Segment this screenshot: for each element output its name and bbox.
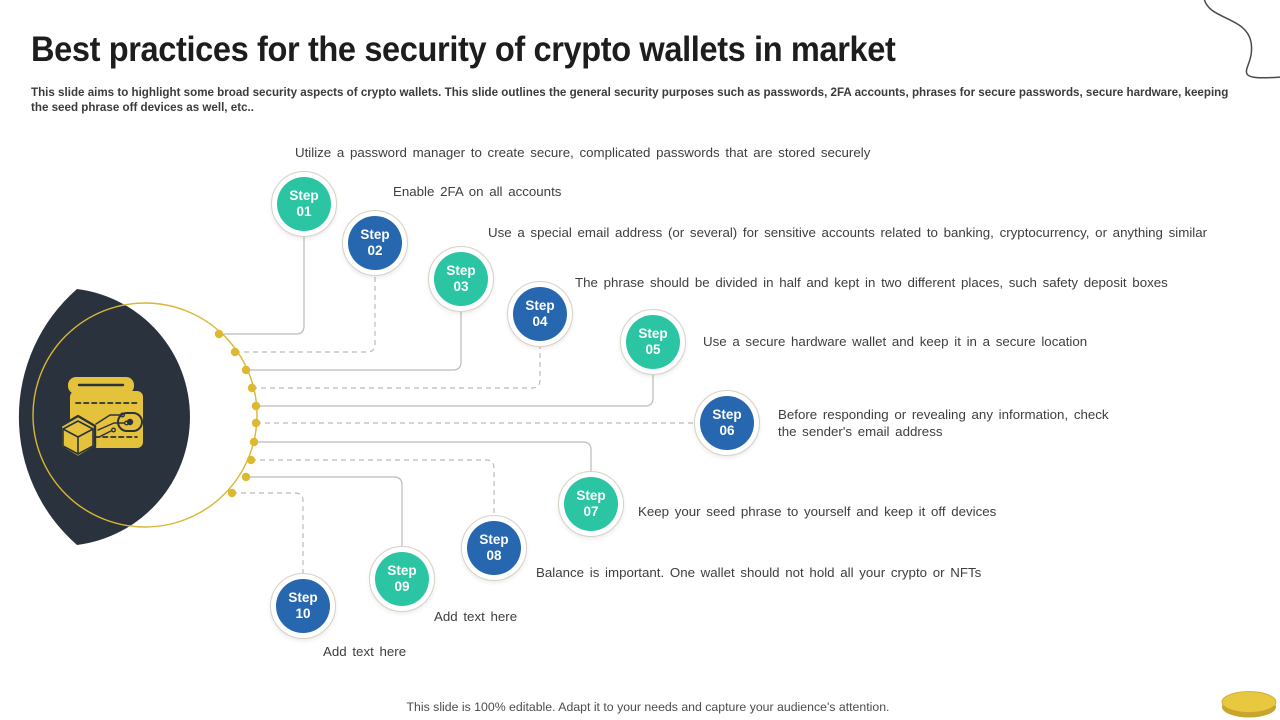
step-label: Step: [446, 263, 476, 278]
connector-line-step-05: [256, 375, 654, 407]
connector-line-step-02: [235, 276, 376, 353]
step-number: 06: [719, 423, 735, 438]
step-label: Step: [288, 590, 318, 605]
connector-dot-step-04: [247, 383, 257, 393]
connector-line-step-03: [246, 312, 462, 371]
step-label: Step: [525, 298, 555, 313]
slide-subtitle: This slide aims to highlight some broad …: [31, 86, 1229, 114]
step-description-03: Use a special email address (or several)…: [488, 225, 1208, 240]
connector-dot-step-02: [230, 347, 240, 357]
connector-dot-step-05: [251, 401, 261, 411]
connector-line-step-07: [254, 441, 592, 471]
connector-dot-step-07: [249, 437, 259, 447]
connector-dot-step-03: [241, 365, 251, 375]
step-number: 09: [394, 579, 410, 594]
connector-line-step-08: [251, 459, 495, 515]
step-number: 01: [296, 204, 312, 219]
step-description-10: Add text here: [323, 644, 407, 659]
gold-coin-icon: [1221, 691, 1277, 718]
connector-line-step-01: [219, 237, 305, 335]
step-description-09: Add text here: [434, 609, 518, 624]
step-number: 07: [583, 504, 599, 519]
step-description-02: Enable 2FA on all accounts: [393, 184, 562, 199]
connector-dot-step-06: [251, 418, 261, 428]
connector-line-step-10: [232, 492, 304, 573]
step-label: Step: [387, 563, 417, 578]
step-label: Step: [360, 227, 390, 242]
step-number: 02: [367, 243, 383, 258]
slide-title: Best practices for the security of crypt…: [31, 30, 896, 69]
step-description-05: Use a secure hardware wallet and keep it…: [703, 334, 1088, 349]
decorative-squiggle-line: [1203, 0, 1280, 79]
connector-line-step-09: [246, 476, 403, 546]
step-number: 08: [486, 548, 502, 563]
gold-ring-circle: [32, 302, 258, 528]
slide-footer: This slide is 100% editable. Adapt it to…: [406, 700, 890, 714]
crypto-wallet-icon: [59, 377, 143, 459]
step-label: Step: [638, 326, 668, 341]
step-description-01: Utilize a password manager to create sec…: [295, 145, 871, 160]
step-description-08: Balance is important. One wallet should …: [536, 565, 982, 580]
connector-line-step-04: [252, 347, 541, 389]
step-number: 05: [645, 342, 661, 357]
connector-dot-step-09: [241, 472, 251, 482]
step-description-04: The phrase should be divided in half and…: [575, 275, 1168, 290]
connector-dot-step-10: [227, 488, 237, 498]
step-label: Step: [576, 488, 606, 503]
step-number: 10: [295, 606, 311, 621]
step-number: 03: [453, 279, 469, 294]
connector-dot-step-08: [246, 455, 256, 465]
step-description-07: Keep your seed phrase to yourself and ke…: [638, 504, 997, 519]
step-label: Step: [479, 532, 509, 547]
connector-dot-step-01: [214, 329, 224, 339]
step-label: Step: [712, 407, 742, 422]
step-number: 04: [532, 314, 548, 329]
step-description-06: Before responding or revealing any infor…: [778, 407, 1109, 439]
step-label: Step: [289, 188, 319, 203]
